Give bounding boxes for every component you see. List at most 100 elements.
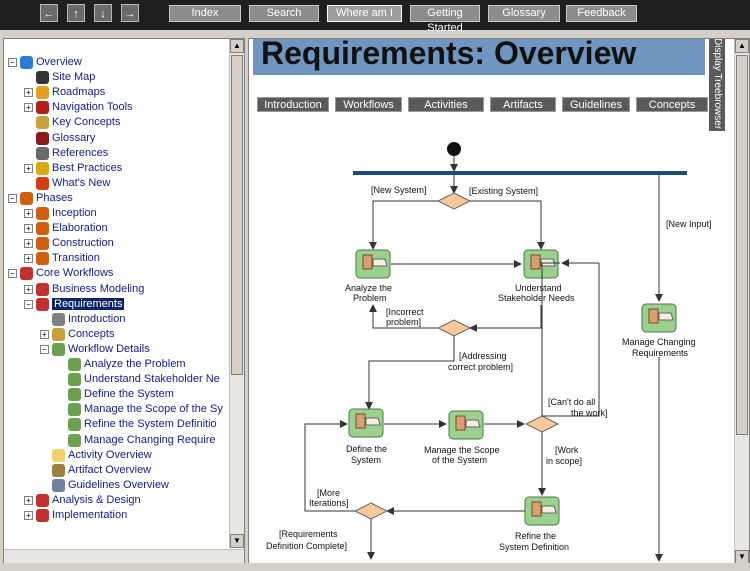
- tree-item-understand-stakeholder-ne[interactable]: Understand Stakeholder Ne: [56, 372, 220, 387]
- tree-item-core-workflows[interactable]: −Core Workflows: [8, 266, 113, 281]
- index-button[interactable]: Index: [169, 5, 241, 22]
- tab-workflows[interactable]: Workflows: [335, 97, 402, 112]
- tab-guidelines[interactable]: Guidelines: [562, 97, 630, 112]
- activity-understand-stakeholder-needs[interactable]: Understand Stakeholder Needs: [498, 249, 575, 303]
- tree-item-artifact-overview[interactable]: Artifact Overview: [40, 463, 151, 478]
- tree-item-glossary[interactable]: Glossary: [24, 131, 95, 146]
- expand-icon[interactable]: +: [24, 495, 33, 505]
- expand-icon[interactable]: +: [24, 224, 33, 234]
- feedback-button[interactable]: Feedback: [566, 5, 637, 22]
- tree-item-manage-changing-require[interactable]: Manage Changing Require: [56, 433, 215, 448]
- guard-new-input: [New Input]: [666, 219, 712, 229]
- scroll-down-icon[interactable]: ▼: [230, 534, 244, 548]
- expand-icon[interactable]: +: [24, 209, 33, 218]
- trophy-icon: [36, 161, 49, 175]
- tree-item-workflow-details[interactable]: − Workflow Details: [40, 342, 150, 357]
- phase-wheel-icon: [36, 237, 49, 251]
- collapse-icon[interactable]: −: [40, 344, 49, 354]
- tree-item-references[interactable]: References: [24, 146, 108, 161]
- tree-item-construction[interactable]: +Construction: [24, 236, 114, 251]
- scroll-up-icon[interactable]: ▲: [230, 39, 244, 53]
- tree-item-overview[interactable]: −Overview: [8, 55, 82, 70]
- svg-text:problem]: problem]: [386, 317, 421, 327]
- tab-concepts[interactable]: Concepts: [636, 97, 708, 112]
- down-arrow-icon[interactable]: ↓: [94, 4, 112, 22]
- tree-item-business-modeling[interactable]: +Business Modeling: [24, 282, 144, 297]
- where-am-i-button[interactable]: Where am I: [327, 5, 402, 22]
- activity-define-the-system[interactable]: Define the System: [346, 408, 387, 465]
- tree-item-navigation-tools[interactable]: +Navigation Tools: [24, 100, 133, 115]
- expand-icon[interactable]: +: [24, 88, 33, 98]
- collapse-icon[interactable]: −: [8, 269, 17, 279]
- tree-item-label: Inception: [52, 207, 97, 219]
- expand-icon[interactable]: +: [24, 103, 33, 113]
- tab-activities[interactable]: Activities: [408, 97, 484, 112]
- scroll-thumb[interactable]: [736, 55, 748, 435]
- tree-item-key-concepts[interactable]: Key Concepts: [24, 115, 120, 130]
- tree-item-refine-the-system-definitio[interactable]: Refine the System Definitio: [56, 417, 217, 432]
- svg-text:Refine the: Refine the: [515, 531, 556, 541]
- up-arrow-icon[interactable]: ↑: [67, 4, 85, 22]
- getting-started-button[interactable]: Getting Started: [410, 5, 480, 34]
- expand-icon[interactable]: +: [24, 239, 33, 249]
- workflow-icon: [36, 493, 49, 507]
- tree-item-best-practices[interactable]: +Best Practices: [24, 161, 122, 176]
- tree-item-label: Introduction: [68, 312, 126, 325]
- workflow-diagram: [New System] [Existing System] [New Inpu…: [266, 142, 712, 562]
- scroll-up-icon[interactable]: ▲: [735, 39, 749, 53]
- forward-arrow-icon[interactable]: →: [121, 4, 139, 22]
- expand-icon[interactable]: +: [24, 163, 33, 173]
- tree-item-transition[interactable]: +Transition: [24, 251, 100, 266]
- artifact-icon: [52, 463, 65, 477]
- collapse-icon[interactable]: −: [8, 193, 17, 203]
- collapse-icon[interactable]: −: [24, 299, 33, 309]
- tree-item-define-the-system[interactable]: Define the System: [56, 387, 174, 402]
- tab-artifacts[interactable]: Artifacts: [490, 97, 556, 112]
- tree-item-analysis-design[interactable]: +Analysis & Design: [24, 493, 141, 508]
- tree-item-implementation[interactable]: +Implementation: [24, 508, 127, 523]
- tree-item-elaboration[interactable]: +Elaboration: [24, 221, 108, 236]
- expand-icon[interactable]: +: [24, 254, 33, 264]
- tree-horizontal-scrollbar[interactable]: [4, 549, 244, 564]
- expand-icon[interactable]: +: [40, 329, 49, 339]
- activity-refine-the-system-definition[interactable]: Refine the System Definition: [499, 496, 569, 552]
- expand-icon[interactable]: +: [24, 511, 33, 520]
- activity-manage-the-scope[interactable]: Manage the Scope of the System: [424, 410, 500, 465]
- content-vertical-scrollbar[interactable]: ▲ ▼: [734, 39, 749, 564]
- tree-item-introduction[interactable]: Introduction: [40, 312, 125, 327]
- page-title: Requirements: Overview: [261, 38, 637, 71]
- tree-item-site-map[interactable]: Site Map: [24, 70, 95, 85]
- tree-item-label: Workflow Details: [68, 342, 150, 355]
- tree-item-analyze-the-problem[interactable]: Analyze the Problem: [56, 357, 186, 372]
- tree-item-concepts[interactable]: +Concepts: [40, 327, 114, 342]
- activity-icon: [68, 418, 81, 432]
- back-arrow-icon[interactable]: ←: [40, 4, 58, 22]
- folder-icon: [52, 448, 65, 462]
- svg-text:Manage Changing: Manage Changing: [622, 337, 696, 347]
- workflow-icon: [20, 267, 33, 281]
- activity-analyze-the-problem[interactable]: Analyze the Problem: [345, 249, 392, 303]
- search-button[interactable]: Search: [249, 5, 319, 22]
- activity-manage-changing-requirements[interactable]: Manage Changing Requirements: [622, 303, 696, 358]
- tree-item-guidelines-overview[interactable]: Guidelines Overview: [40, 478, 169, 493]
- tree-item-requirements[interactable]: −Requirements: [24, 297, 125, 312]
- scroll-thumb[interactable]: [231, 55, 243, 375]
- tree-vertical-scrollbar[interactable]: ▲ ▼: [229, 39, 244, 548]
- tree-item-inception[interactable]: + Inception: [24, 206, 97, 221]
- svg-text:Define the: Define the: [346, 444, 387, 454]
- workflow-icon: [36, 282, 49, 296]
- tree-item-activity-overview[interactable]: Activity Overview: [40, 448, 152, 463]
- display-treebrowser-tab[interactable]: Display Treebrowser: [709, 39, 725, 131]
- collapse-icon[interactable]: −: [8, 58, 17, 67]
- tree-item-roadmaps[interactable]: +Roadmaps: [24, 85, 105, 100]
- tab-introduction[interactable]: Introduction: [257, 97, 329, 112]
- tree-item-manage-the-scope-of-the-sy[interactable]: Manage the Scope of the Sy: [56, 402, 223, 417]
- status-strip: [0, 563, 750, 571]
- expand-icon[interactable]: +: [24, 284, 33, 294]
- tree-item-what-s-new[interactable]: What's New: [24, 176, 110, 191]
- glossary-button[interactable]: Glossary: [488, 5, 560, 22]
- tree-item-phases[interactable]: −Phases: [8, 191, 73, 206]
- scroll-down-icon[interactable]: ▼: [735, 550, 749, 564]
